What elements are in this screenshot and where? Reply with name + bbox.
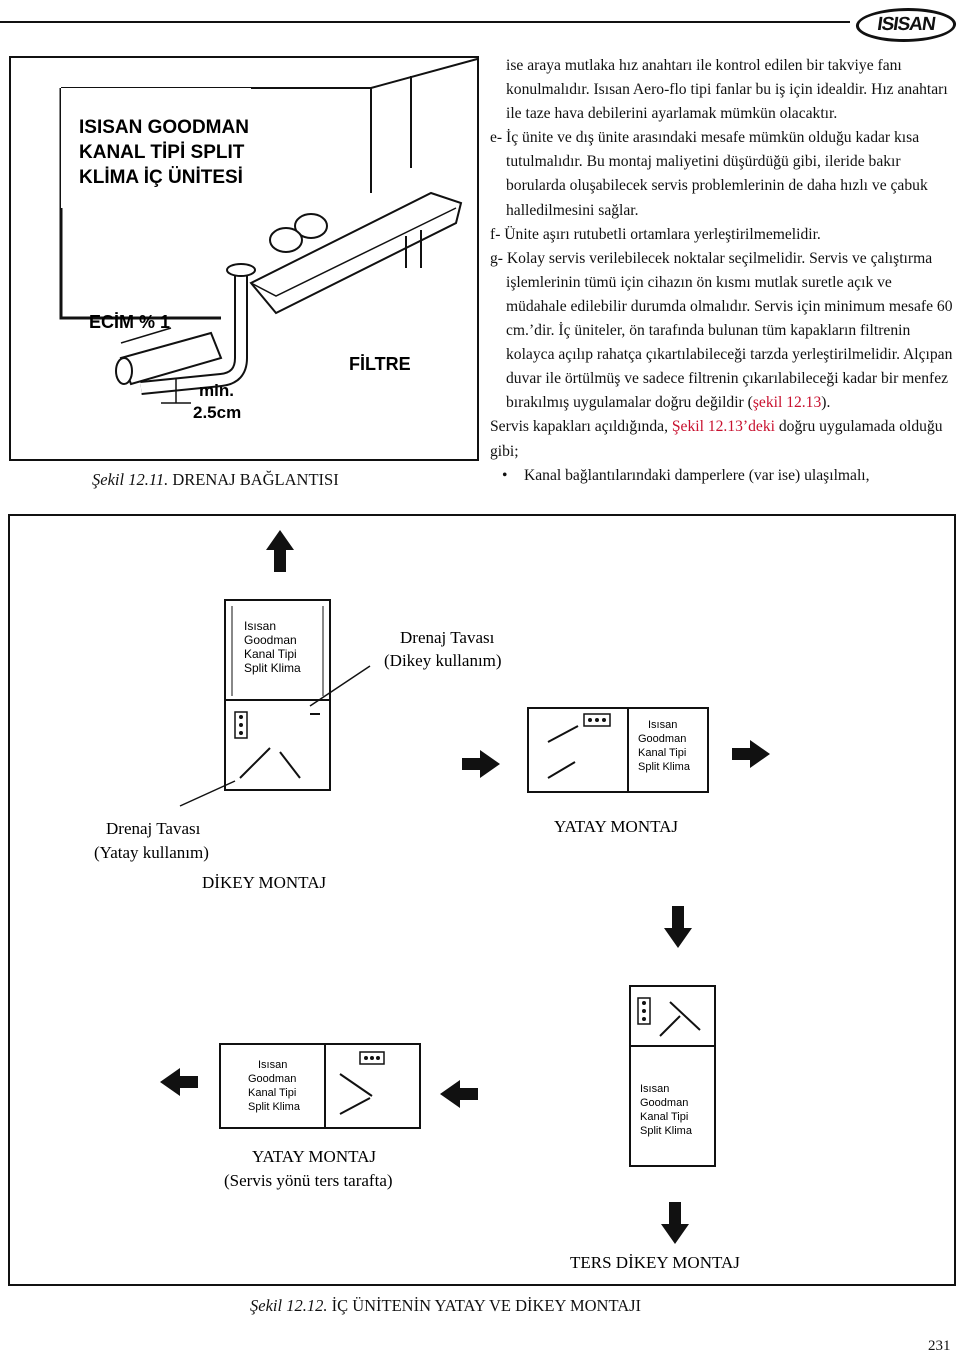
horizontal-unit-label2: Goodman (638, 733, 686, 745)
airflow-up-arrow (266, 530, 294, 572)
reverse-horizontal-label4: Split Klima (248, 1101, 301, 1113)
reverse-unit-bottom (629, 1045, 716, 1167)
reverse-horizontal-subtitle: (Servis yönü ters tarafta) (224, 1171, 393, 1190)
horizontal-unit-left (527, 707, 629, 793)
horizontal-unit-label4: Split Klima (638, 761, 691, 773)
figure-mounting: Isısan Goodman Kanal Tipi Split Klima Dr… (8, 514, 956, 1286)
paragraph-service-b: doğru uygulamada olduğu gibi; (490, 418, 943, 460)
paragraph-e: e- İç ünite ve dış ünite arasındaki mesa… (490, 129, 928, 219)
bullet-dot: • (502, 466, 508, 484)
paragraph-fan: ise araya mutlaka hız anahtarı ile kontr… (506, 57, 948, 123)
header-rule (0, 21, 850, 23)
paragraph-service-a: Servis kapakları açıldığında, (490, 418, 672, 436)
bullet-item: • Kanal bağlantılarındaki damperlere (var… (490, 464, 956, 488)
paragraph-service: Servis kapakları açıldığında, Şekil 12.1… (490, 415, 956, 463)
figure-drain-connection: ISISAN GOODMAN KANAL TİPİ SPLIT KLİMA İÇ… (9, 56, 482, 461)
reverse-unit-label3: Kanal Tipi (640, 1111, 688, 1123)
reverse-horizontal-title: YATAY MONTAJ (252, 1147, 376, 1166)
paragraph-g-text: g- Kolay servis verilebilecek noktalar s… (490, 249, 953, 412)
drain-pan-vertical-label1: Drenaj Tavası (400, 628, 495, 647)
reverse-unit-top (629, 985, 716, 1047)
figure-ref-12-13[interactable]: şekil 12.13 (752, 394, 822, 412)
reverse-horizontal-label2: Goodman (248, 1073, 296, 1085)
reverse-vertical-mount-title: TERS DİKEY MONTAJ (570, 1253, 740, 1272)
airflow-left-arrow-left (160, 1068, 198, 1096)
drain-pan-horizontal-label2: (Yatay kullanım) (94, 843, 209, 862)
figure-ref-12-13b[interactable]: Şekil 12.13’deki (671, 418, 775, 436)
figure-1-number: Şekil 12.11. (92, 470, 169, 489)
reverse-unit-label2: Goodman (640, 1097, 688, 1109)
figure-2-caption: Şekil 12.12. İÇ ÜNİTENİN YATAY VE DİKEY … (250, 1296, 641, 1316)
body-text: ise araya mutlaka hız anahtarı ile kontr… (490, 54, 956, 488)
reverse-horizontal-label1: Isısan (258, 1059, 287, 1071)
slope-label: ECİM % 1 (89, 312, 170, 332)
drain-pan-horizontal-label1: Drenaj Tavası (106, 819, 201, 838)
vertical-unit-label3: Kanal Tipi (244, 647, 297, 661)
vertical-unit-label1: Isısan (244, 619, 276, 633)
mounting-drawing: Isısan Goodman Kanal Tipi Split Klima Dr… (94, 530, 770, 1272)
figure-1-title: DRENAJ BAĞLANTISI (172, 470, 339, 489)
drain-pan-vertical-label2: (Dikey kullanım) (384, 651, 502, 670)
reverse-horizontal-unit-left (219, 1043, 326, 1129)
logo-text: ISISAN (875, 14, 937, 35)
horizontal-mount-title: YATAY MONTAJ (554, 817, 678, 836)
reverse-unit-label1: Isısan (640, 1083, 669, 1095)
unit-label-line2: KANAL TİPİ SPLIT (79, 142, 245, 163)
airflow-out-arrow (732, 740, 770, 768)
page-number: 231 (928, 1338, 951, 1354)
filter-label: FİLTRE (349, 354, 411, 374)
unit-label-line1: ISISAN GOODMAN (79, 117, 249, 138)
airflow-left-arrow-right (440, 1080, 478, 1108)
paragraph-g: g- Kolay servis verilebilecek noktalar s… (490, 247, 956, 416)
vertical-mount-title: DİKEY MONTAJ (202, 873, 326, 892)
bullet-text: Kanal bağlantılarındaki damperlere (var … (524, 466, 870, 484)
reverse-unit-label4: Split Klima (640, 1125, 693, 1137)
horizontal-unit-label1: Isısan (648, 719, 677, 731)
figure-1-caption: Şekil 12.11. DRENAJ BAĞLANTISI (92, 470, 339, 490)
airflow-down-arrow-top (664, 906, 692, 948)
horizontal-unit-label3: Kanal Tipi (638, 747, 686, 759)
drain-connection-drawing: ISISAN GOODMAN KANAL TİPİ SPLIT KLİMA İÇ… (59, 57, 482, 422)
unit-label-line3: KLİMA İÇ ÜNİTESİ (79, 167, 243, 188)
min-label: min. (199, 381, 234, 400)
paragraph-g-end: ). (821, 394, 831, 412)
paragraph-f: f- Ünite aşırı rutubetli ortamlara yerle… (490, 225, 821, 243)
min-distance-label: 2.5cm (193, 403, 241, 422)
horizontal-unit-right (627, 707, 709, 793)
brand-logo: ISISAN (853, 8, 959, 42)
figure-2-number: Şekil 12.12. (250, 1296, 328, 1315)
figure-2-title: İÇ ÜNİTENİN YATAY VE DİKEY MONTAJI (331, 1296, 642, 1315)
airflow-down-arrow-bottom (661, 1202, 689, 1244)
vertical-unit-label4: Split Klima (244, 661, 301, 675)
reverse-horizontal-label3: Kanal Tipi (248, 1087, 296, 1099)
airflow-in-arrow (462, 750, 500, 778)
vertical-unit-label2: Goodman (244, 633, 297, 647)
